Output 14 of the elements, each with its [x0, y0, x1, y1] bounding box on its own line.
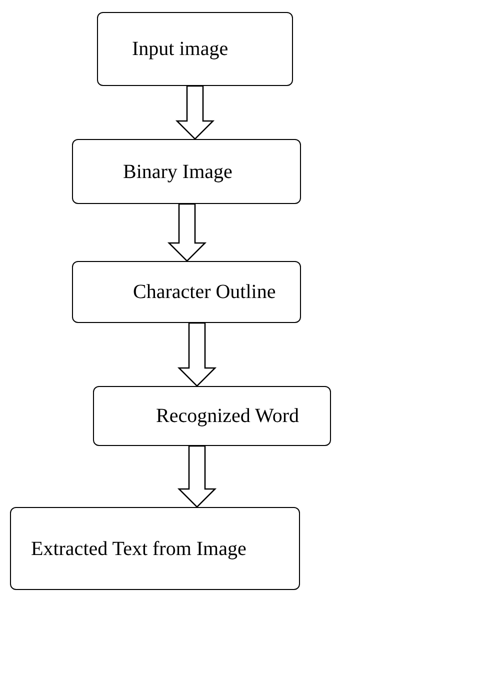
block-arrow — [177, 322, 217, 387]
process-box — [72, 261, 301, 323]
box-label: Input image — [132, 37, 228, 62]
box-label: Character Outline — [133, 280, 276, 305]
block-arrow — [177, 445, 217, 508]
block-arrow — [167, 203, 207, 262]
block-arrow — [175, 85, 215, 140]
process-box — [93, 386, 331, 446]
process-box — [97, 12, 293, 86]
box-label: Extracted Text from Image — [31, 536, 246, 562]
box-label: Recognized Word — [156, 404, 299, 429]
box-label: Binary Image — [123, 160, 232, 184]
process-box — [10, 507, 300, 590]
process-box — [72, 139, 301, 204]
